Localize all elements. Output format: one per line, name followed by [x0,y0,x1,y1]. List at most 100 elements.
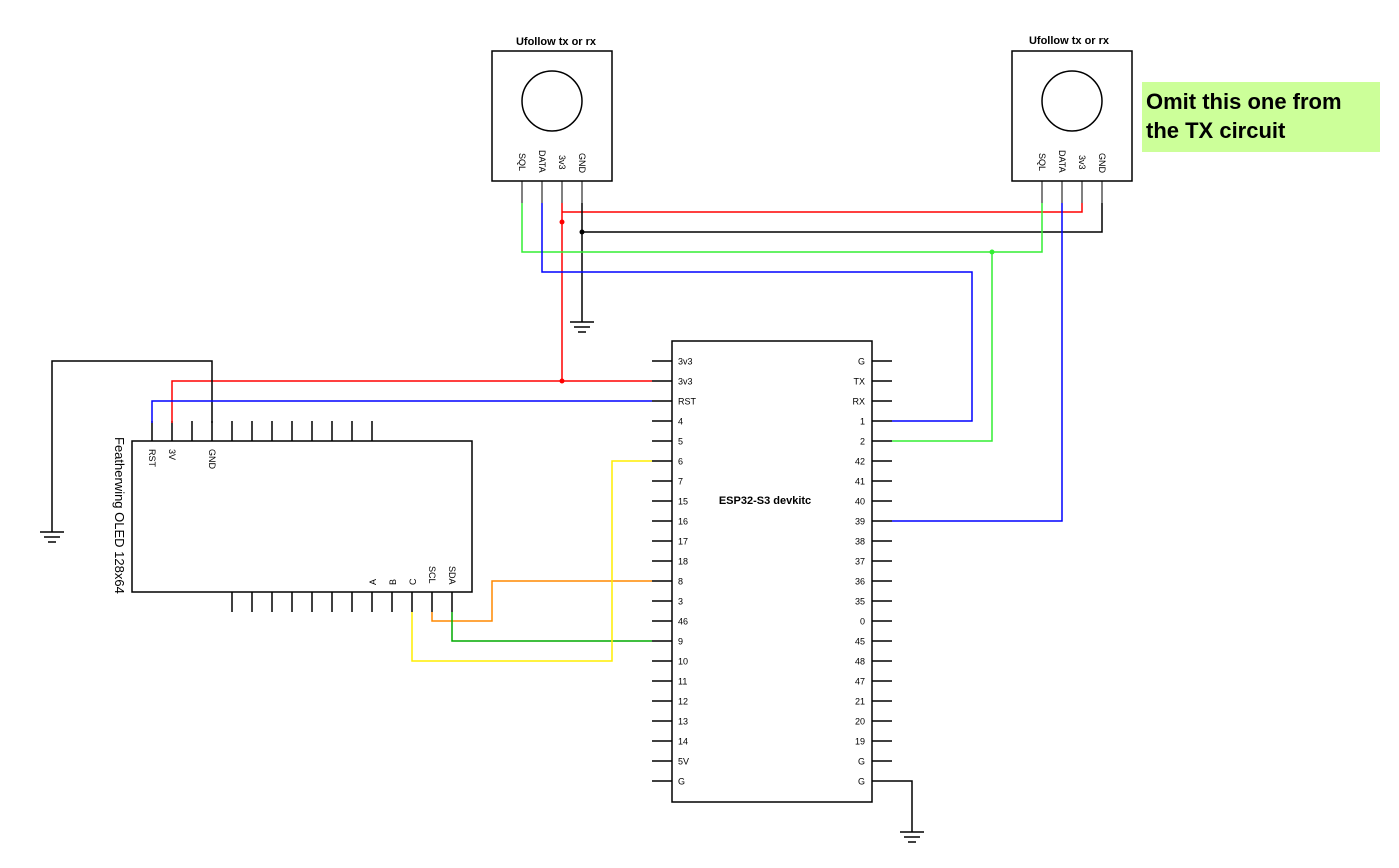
esp32-left-pin-label: 17 [678,537,688,547]
esp32-left-pin-label: 4 [678,417,683,427]
receiver-2: Ufollow tx or rx SQL DATA 3v3 GND [1011,35,1133,203]
esp32-right-pin-label: TX [853,377,865,387]
esp32-right-pin-label: 42 [855,457,865,467]
wire-gnd-esp [892,780,913,832]
esp32-left-pin-label: 7 [678,477,683,487]
oled-label-3v: 3V [167,449,177,460]
receiver-2-label-sql: SQL [1037,153,1047,171]
esp32-left-pin-label: 11 [678,677,687,687]
esp32-right-pin-label: 48 [855,657,865,667]
esp32-left-pin-label: 46 [678,617,688,627]
esp32-left-pin-label: RST [678,397,697,407]
esp32-right-pin-label: RX [852,397,865,407]
esp32-right-pin-label: 21 [855,697,865,707]
esp32-right-pin-label: 45 [855,637,865,647]
esp32-left-pin-label: 5 [678,437,683,447]
receiver-1-dome [521,70,583,132]
esp32-left-pin-label: 14 [678,737,688,747]
wire-3v3-esp [561,203,652,382]
esp32-right-pin-label: 20 [855,717,865,727]
junction-3v3-esp [559,378,565,384]
esp32-left-pin-label: 3 [678,597,683,607]
esp32-left-pin-label: G [678,777,685,787]
esp32-right-pin-label: 35 [855,597,865,607]
esp32-right-pin-label: G [858,757,865,767]
esp32-left-pin-label: 9 [678,637,683,647]
esp32-left-pin-label: 15 [678,497,688,507]
esp32-board: ESP32-S3 devkitc 3v33v3RST45671516171883… [652,340,892,803]
ground-symbol-esp [900,831,924,843]
receiver-2-label-gnd: GND [1097,153,1107,174]
tx-omit-note: Omit this one from the TX circuit [1142,82,1380,152]
wire-sql-esp [892,252,993,442]
receiver-1-label-data: DATA [537,150,547,173]
oled-label-b: B [388,579,398,585]
esp32-body [671,340,873,803]
junction-3v3-top [559,219,565,225]
oled-label-rst: RST [147,449,157,468]
junction-sql [989,249,995,255]
esp32-right-pin-label: 37 [855,557,865,567]
wire-sda [451,612,652,642]
oled-label-gnd: GND [207,449,217,470]
wire-scl [431,580,652,622]
wire-gnd-oled [51,360,213,532]
esp32-left-pin-label: 10 [678,657,688,667]
esp32-right-pin-label: 40 [855,497,865,507]
esp32-right-pin-label: G [858,357,865,367]
esp32-right-pin-label: 39 [855,517,865,527]
wire-c [411,460,652,662]
wire-3v-oled [171,380,562,423]
receiver-1-label-gnd: GND [577,153,587,174]
esp32-left-pin-label: 18 [678,557,688,567]
esp32-right-pin-label: 2 [860,437,865,447]
receiver-1-label-3v3: 3v3 [557,155,567,170]
receiver-1: Ufollow tx or rx SQL DATA 3v3 GND [491,36,613,203]
wire-data-receiver1 [541,203,973,422]
wire-3v3-receiver2 [562,203,1083,213]
esp32-right-pin-label: 36 [855,577,865,587]
receiver-2-label-3v3: 3v3 [1077,155,1087,170]
ground-symbol-oled [40,531,64,543]
esp32-left-pin-label: 12 [678,697,688,707]
receiver-2-dome [1041,70,1103,132]
oled-label-c: C [408,578,418,585]
wire-gnd-receiver2 [582,203,1103,233]
oled-label-sda: SDA [447,566,457,585]
wire-data-receiver2 [892,203,1063,522]
esp32-left-pin-label: 6 [678,457,683,467]
wire-rst [151,400,652,423]
esp32-right-pin-label: 38 [855,537,865,547]
oled-bottom-pins [231,592,453,612]
esp32-right-pin-label: G [858,777,865,787]
ground-symbol-receivers [570,321,594,333]
oled-body [131,440,473,593]
esp32-right-pin-label: 47 [855,677,865,687]
oled-board: Featherwing OLED 128x64 RST 3V GND A B C… [112,421,473,612]
esp32-right-pin-label: 1 [860,417,865,427]
esp32-right-pin-label: 41 [855,477,865,487]
junction-gnd [579,229,585,235]
esp32-left-pin-label: 3v3 [678,357,693,367]
esp32-left-pin-label: 8 [678,577,683,587]
esp32-right-pin-label: 19 [855,737,865,747]
oled-title: Featherwing OLED 128x64 [112,437,127,594]
receiver-1-title: Ufollow tx or rx [516,36,597,48]
receiver-2-label-data: DATA [1057,150,1067,173]
esp32-right-pin-label: 0 [860,617,865,627]
esp32-left-pin-label: 16 [678,517,688,527]
receiver-2-body [1011,50,1133,182]
receiver-2-title: Ufollow tx or rx [1029,35,1110,47]
wire-sql [521,203,1043,253]
oled-label-scl: SCL [427,566,437,584]
esp32-title: ESP32-S3 devkitc [719,495,811,507]
esp32-left-pin-label: 5V [678,757,689,767]
oled-top-pins [151,421,373,441]
oled-label-a: A [368,579,378,585]
receiver-1-label-sql: SQL [517,153,527,171]
receiver-1-body [491,50,613,182]
esp32-left-pin-label: 3v3 [678,377,693,387]
